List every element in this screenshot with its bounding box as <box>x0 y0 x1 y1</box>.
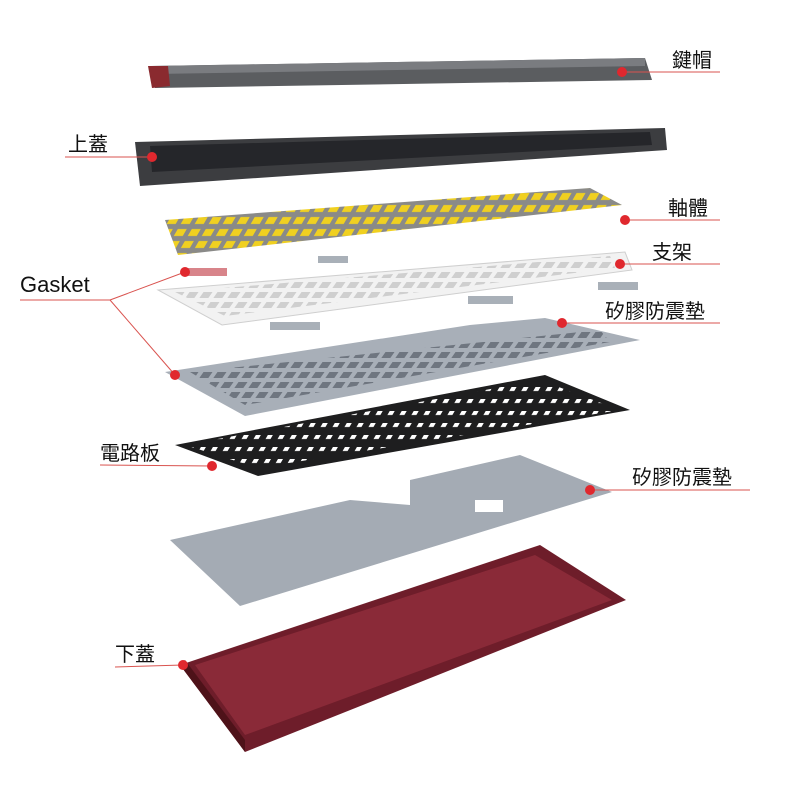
bottom-case-wall <box>180 660 245 752</box>
label-pcb: 電路板 <box>100 441 160 465</box>
gasket-strip <box>598 282 638 290</box>
switches-layer <box>165 188 622 255</box>
plate-grid <box>175 256 615 316</box>
label-top-case: 上蓋 <box>68 132 108 156</box>
label-silicone-pad-upper: 矽膠防震墊 <box>605 299 705 323</box>
pad-grid <box>190 330 610 405</box>
silicone-pad-lower-layer <box>170 455 612 606</box>
keycaps-top <box>152 58 645 74</box>
bottom-case-floor <box>195 555 612 735</box>
keycap-red-accent <box>148 66 170 88</box>
label-silicone-pad-lower: 矽膠防震墊 <box>632 465 732 489</box>
pcb-holes <box>185 380 620 468</box>
top-case-inner <box>150 132 652 172</box>
gasket-strip <box>468 296 513 304</box>
label-switches: 軸體 <box>668 196 708 220</box>
leader-lines <box>20 71 750 668</box>
gasket-strip <box>270 322 320 330</box>
marker-dots <box>147 67 630 670</box>
gasket-strip <box>182 268 227 276</box>
pad-cutout <box>475 500 503 512</box>
label-stabilizer: 支架 <box>652 240 692 264</box>
label-gasket: Gasket <box>20 272 90 297</box>
label-bottom-case: 下蓋 <box>115 642 155 666</box>
gasket-strip <box>318 256 348 263</box>
label-keycaps: 鍵帽 <box>672 48 712 72</box>
